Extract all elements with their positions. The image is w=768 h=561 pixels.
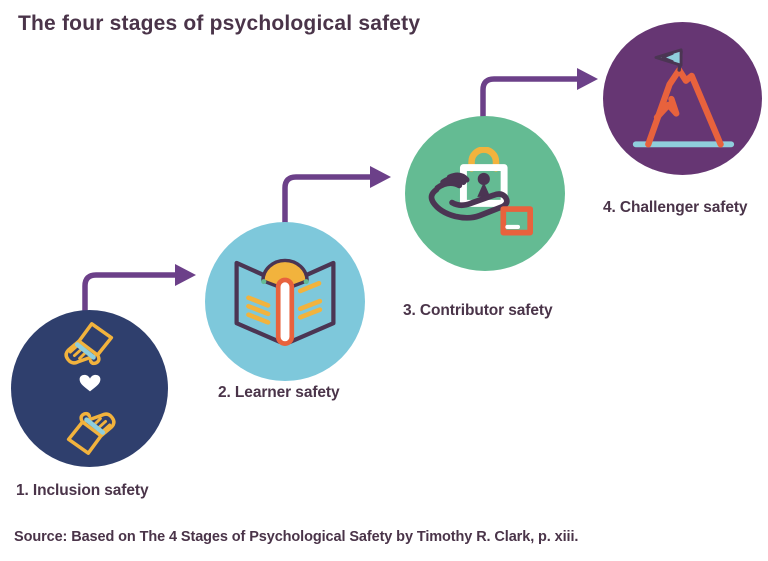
arrow-1-head [175, 264, 196, 286]
stage-3-circle [405, 116, 565, 271]
stage-1-circle [11, 310, 168, 467]
arrow-3 [480, 76, 582, 122]
page-title: The four stages of psychological safety [18, 12, 421, 35]
stage-2-circle [205, 222, 365, 381]
stage-2-label: 2. Learner safety [218, 384, 340, 401]
stage-1-label: 1. Inclusion safety [16, 482, 149, 499]
stage-3-label: 3. Contributor safety [403, 302, 553, 319]
hand-lock-icon [428, 146, 534, 236]
arrow-3-head [577, 68, 598, 90]
stage-4-label: 4. Challenger safety [603, 199, 748, 216]
hands-heart-icon [63, 322, 116, 455]
stage-4-circle [603, 22, 762, 175]
arrow-2-head [370, 166, 391, 188]
arrow-2 [282, 174, 375, 227]
mountain-flag-icon [632, 47, 734, 147]
open-book-icon [234, 258, 336, 346]
arrow-1 [82, 272, 180, 316]
source-attribution: Source: Based on The 4 Stages of Psychol… [14, 529, 579, 545]
